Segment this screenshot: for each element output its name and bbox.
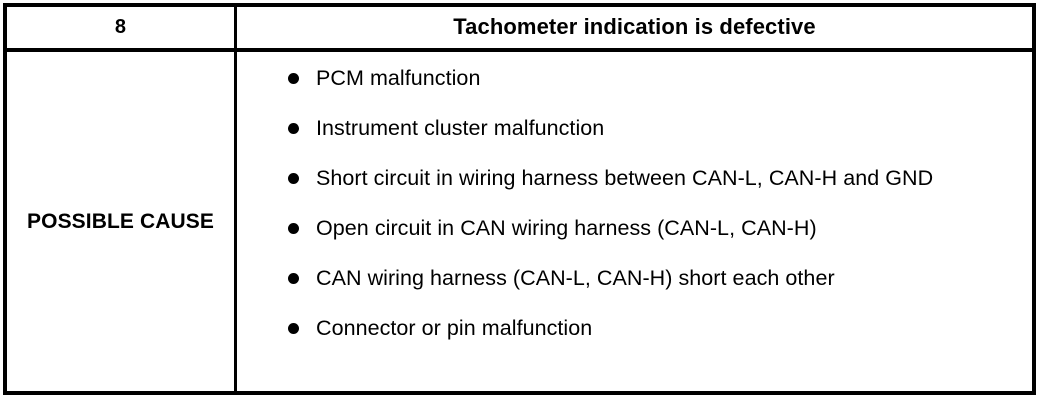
filled-circle-bullet-icon [288, 273, 299, 284]
fault-title-value: Tachometer indication is defective [453, 14, 816, 39]
list-item: Short circuit in wiring harness between … [237, 164, 996, 192]
list-item-label: PCM malfunction [316, 66, 481, 90]
row-label-cell: POSSIBLE CAUSE [7, 52, 237, 391]
list-item: Open circuit in CAN wiring harness (CAN-… [237, 214, 996, 242]
list-item-label: Short circuit in wiring harness between … [316, 166, 934, 190]
header-cell-fault-title: Tachometer indication is defective [237, 7, 1032, 48]
filled-circle-bullet-icon [288, 73, 299, 84]
header-cell-item-number: 8 [7, 7, 237, 48]
list-item: CAN wiring harness (CAN-L, CAN-H) short … [237, 264, 996, 292]
table-header-row: 8 Tachometer indication is defective [7, 7, 1032, 52]
item-number-value: 8 [114, 16, 127, 38]
list-item-label: Open circuit in CAN wiring harness (CAN-… [316, 216, 817, 240]
possible-cause-label: POSSIBLE CAUSE [27, 210, 214, 233]
list-item: Connector or pin malfunction [237, 314, 996, 342]
list-item-label: Connector or pin malfunction [316, 316, 593, 340]
fault-diagnosis-table: 8 Tachometer indication is defective POS… [3, 3, 1036, 395]
filled-circle-bullet-icon [288, 223, 299, 234]
list-item-label: CAN wiring harness (CAN-L, CAN-H) short … [316, 266, 835, 290]
possible-cause-list-cell: PCM malfunction Instrument cluster malfu… [237, 52, 1032, 391]
filled-circle-bullet-icon [288, 123, 299, 134]
list-item-label: Instrument cluster malfunction [316, 116, 605, 140]
list-item: PCM malfunction [237, 64, 996, 92]
possible-cause-list: PCM malfunction Instrument cluster malfu… [237, 64, 1032, 342]
table-body-row: POSSIBLE CAUSE PCM malfunction Instrumen… [7, 52, 1032, 391]
list-item: Instrument cluster malfunction [237, 114, 996, 142]
filled-circle-bullet-icon [288, 173, 299, 184]
filled-circle-bullet-icon [288, 323, 299, 334]
